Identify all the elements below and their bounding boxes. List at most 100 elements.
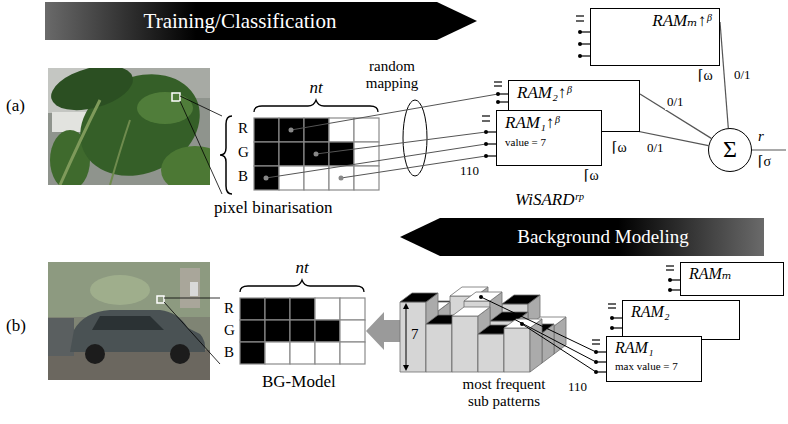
threshold-symbol: ⌈ω bbox=[698, 68, 713, 84]
edge-label: 0/1 bbox=[732, 68, 753, 83]
bar-front bbox=[452, 316, 478, 372]
threshold-symbol: ⌈σ bbox=[758, 154, 771, 170]
bit-pattern: 110 bbox=[460, 164, 479, 179]
threshold-symbol: ⌈ω bbox=[584, 168, 599, 184]
bit-cell bbox=[254, 142, 279, 166]
leaf-photo bbox=[48, 68, 210, 185]
bit-cell bbox=[329, 142, 354, 166]
edge-label: 0/1 bbox=[665, 95, 686, 110]
bar-front bbox=[504, 328, 530, 372]
brace bbox=[254, 100, 378, 112]
bit-cell bbox=[304, 142, 329, 166]
bit-cell bbox=[304, 166, 329, 190]
bit-cell bbox=[240, 342, 265, 364]
ram-box: RAM₂ bbox=[622, 300, 740, 340]
threshold-symbol: ⌈ω bbox=[612, 140, 627, 156]
ram-box: RAM₁↑ᵝ value = 7 bbox=[496, 110, 602, 166]
panel-letter: (b) bbox=[6, 316, 26, 336]
node-title: RAM₁↑ᵝ bbox=[505, 113, 559, 133]
ram-box: RAMₘ↑ᵝ bbox=[590, 8, 720, 66]
sum-circle: Σ bbox=[708, 128, 752, 172]
channel-label: B bbox=[224, 344, 234, 361]
pattern-leaders bbox=[481, 297, 596, 372]
value-text: max value = 7 bbox=[615, 360, 678, 373]
bit-cell bbox=[254, 166, 279, 190]
node-title: RAM₁ bbox=[615, 339, 653, 357]
ram-box: RAM₁ max value = 7 bbox=[606, 336, 702, 382]
bit-cell bbox=[340, 342, 365, 364]
bit-cell bbox=[240, 320, 265, 342]
step-label: random mapping bbox=[352, 58, 432, 93]
ram-box: RAMₘ bbox=[680, 262, 784, 296]
bar-front bbox=[478, 334, 504, 372]
channel-label: G bbox=[238, 144, 249, 161]
bit-cell bbox=[340, 320, 365, 342]
mapping-ellipse bbox=[403, 100, 427, 176]
bit-pattern: 110 bbox=[568, 380, 587, 395]
bit-cell bbox=[315, 320, 340, 342]
panel-letter: (a) bbox=[6, 96, 25, 116]
bit-cell bbox=[340, 298, 365, 320]
node-title: RAMₘ bbox=[689, 265, 732, 283]
connector bbox=[720, 22, 728, 128]
bar-front bbox=[400, 302, 426, 372]
node-title: RAMₘ↑ᵝ bbox=[652, 11, 711, 31]
bit-cell bbox=[290, 298, 315, 320]
node-title: Training/Classification bbox=[144, 9, 337, 33]
channel-label: R bbox=[238, 120, 248, 137]
step-label: most frequent sub patterns bbox=[452, 376, 556, 411]
bit-cell bbox=[265, 320, 290, 342]
pattern-bars bbox=[400, 287, 566, 372]
leader-lines bbox=[164, 96, 222, 364]
bit-grid bbox=[254, 118, 379, 190]
connector bbox=[640, 94, 711, 138]
node-title: RAM₂ bbox=[631, 303, 669, 321]
bit-cell bbox=[254, 118, 279, 142]
bit-grid bbox=[240, 298, 365, 364]
count-label: 7 bbox=[411, 326, 419, 343]
step-label: BG-Model bbox=[262, 372, 336, 392]
height-arrow bbox=[403, 303, 409, 371]
dimension-label: nt bbox=[282, 258, 322, 278]
step-label: pixel binarisation bbox=[214, 198, 333, 218]
channel-label: R bbox=[224, 300, 234, 317]
bit-cell bbox=[290, 342, 315, 364]
node-title: RAM₂↑ᵝ bbox=[517, 83, 571, 103]
node-title: Σ bbox=[723, 136, 737, 164]
bit-cell bbox=[279, 142, 304, 166]
brace bbox=[220, 116, 232, 194]
bit-cell bbox=[315, 298, 340, 320]
bit-cell bbox=[315, 342, 340, 364]
grey-arrow bbox=[366, 312, 400, 350]
bit-cell bbox=[265, 298, 290, 320]
bar-front bbox=[426, 324, 452, 372]
street-photo bbox=[48, 262, 210, 380]
pattern-dots bbox=[479, 295, 524, 326]
mapping-lines bbox=[266, 94, 498, 178]
bit-cell bbox=[279, 166, 304, 190]
bit-cell bbox=[265, 342, 290, 364]
brace bbox=[240, 280, 364, 292]
bit-cell bbox=[279, 118, 304, 142]
value-text: value = 7 bbox=[505, 136, 546, 149]
bar-top bbox=[400, 293, 438, 302]
output-line bbox=[752, 149, 786, 150]
banner-shape bbox=[400, 218, 764, 256]
grid-dots bbox=[264, 128, 344, 181]
banner-shape bbox=[45, 2, 477, 40]
stage-banner: Background Modeling bbox=[400, 218, 764, 256]
bit-cell bbox=[329, 166, 354, 190]
bar-top bbox=[502, 295, 540, 304]
ram-inputs bbox=[482, 16, 680, 372]
channel-label: G bbox=[224, 322, 235, 339]
output-label: r bbox=[758, 128, 764, 145]
bit-cell bbox=[304, 118, 329, 142]
bit-cell bbox=[240, 298, 265, 320]
edge-label: 0/1 bbox=[645, 141, 666, 156]
bar-top bbox=[452, 307, 490, 316]
dimension-label: nt bbox=[296, 78, 336, 98]
network-name: WiSARDʳᵖ bbox=[515, 190, 583, 210]
bit-cell bbox=[290, 320, 315, 342]
channel-label: B bbox=[238, 168, 248, 185]
bit-cell bbox=[354, 118, 379, 142]
